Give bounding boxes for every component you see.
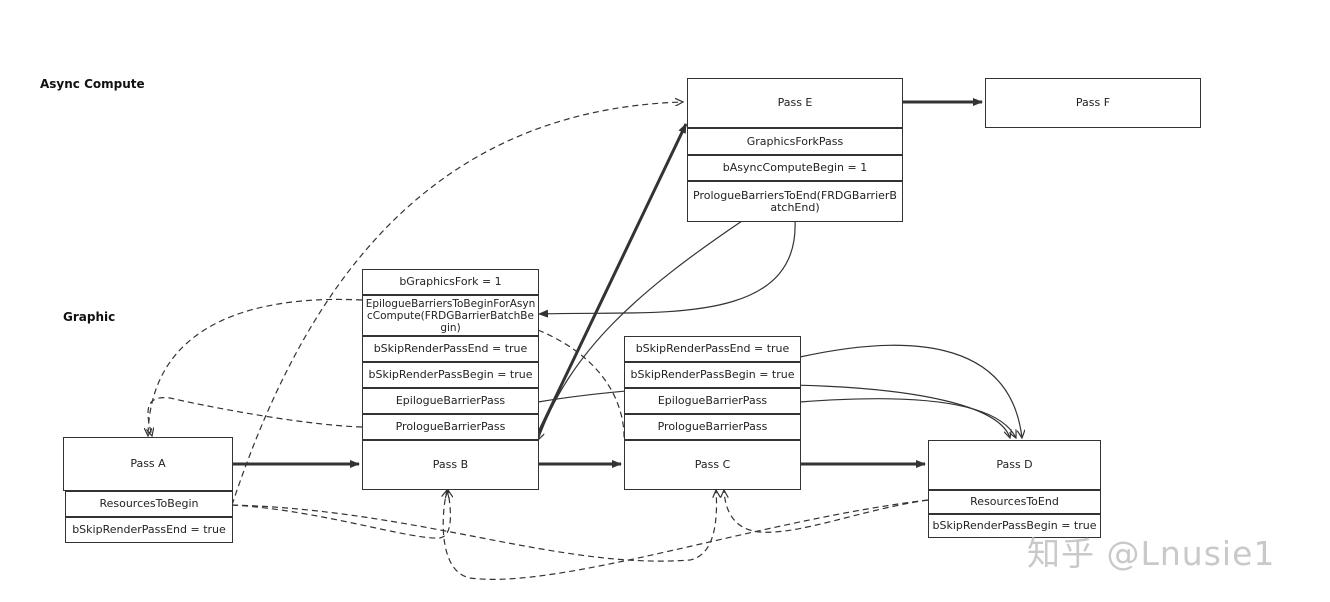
edge-e-prologue-to-b-epilogue [538, 219, 796, 318]
pass-f-node[interactable]: Pass F [985, 78, 1201, 128]
watermark-text: 知乎 @Lnusie1 [1027, 534, 1276, 573]
pass-c-skip-render-pass-begin: bSkipRenderPassBegin = true [624, 362, 801, 388]
pass-a-resources-to-begin: ResourcesToBegin [65, 491, 233, 517]
pass-d-skip-render-pass-begin: bSkipRenderPassBegin = true [928, 514, 1101, 538]
pass-b-node[interactable]: Pass B [362, 440, 539, 490]
edge-d-to-b-dashed [443, 490, 929, 580]
edge-a-to-b-dashed [231, 490, 450, 539]
pass-b-graphics-fork: bGraphicsFork = 1 [362, 269, 539, 295]
pass-e-node[interactable]: Pass E [687, 78, 903, 128]
edge-b-epilogue-to-d [537, 384, 1010, 438]
pass-c-epilogue-barrier-pass: EpilogueBarrierPass [624, 388, 801, 414]
edge-c-skip-end-to-d [799, 344, 1022, 438]
pass-d-node[interactable]: Pass D [928, 440, 1101, 490]
pass-e-graphics-fork-pass: GraphicsForkPass [687, 128, 903, 155]
pass-e-async-compute-begin: bAsyncComputeBegin = 1 [687, 155, 903, 181]
pass-b-skip-render-pass-begin: bSkipRenderPassBegin = true [362, 362, 539, 388]
edge-a-to-c-dashed [231, 490, 717, 562]
pass-b-epilogue-barrier-pass: EpilogueBarrierPass [362, 388, 539, 414]
pass-c-prologue-barrier-pass: PrologueBarrierPass [624, 414, 801, 440]
pass-b-prologue-barrier-pass: PrologueBarrierPass [362, 414, 539, 440]
lane-label-graphic: Graphic [63, 310, 116, 324]
edge-b-to-e [536, 123, 688, 435]
edge-b-epilogue-to-a-dashed [148, 298, 363, 436]
pass-b-skip-render-pass-end: bSkipRenderPassEnd = true [362, 336, 539, 362]
edge-a-to-e-dashed [231, 102, 683, 506]
pass-c-skip-render-pass-end: bSkipRenderPassEnd = true [624, 336, 801, 362]
pass-e-prologue-barriers-to-end: PrologueBarriersToEnd(FRDGBarrierBatchEn… [687, 181, 903, 222]
edge-d-to-c-dashed [724, 490, 929, 533]
pass-a-node[interactable]: Pass A [63, 437, 233, 491]
pass-a-skip-render-pass-end: bSkipRenderPassEnd = true [65, 517, 233, 543]
lane-label-async-compute: Async Compute [40, 77, 145, 91]
pass-b-epilogue-barriers-async: EpilogueBarriersToBeginForAsyncCompute(F… [362, 295, 539, 336]
pass-c-node[interactable]: Pass C [624, 440, 801, 490]
edge-e-to-b-prologue [538, 220, 743, 440]
pass-d-resources-to-end: ResourcesToEnd [928, 490, 1101, 514]
edge-c-epilogue-to-d [799, 398, 1016, 438]
edge-b-epilogue-to-c-dashed [537, 329, 625, 441]
edge-b-prologue-to-a-dashed [148, 397, 363, 436]
